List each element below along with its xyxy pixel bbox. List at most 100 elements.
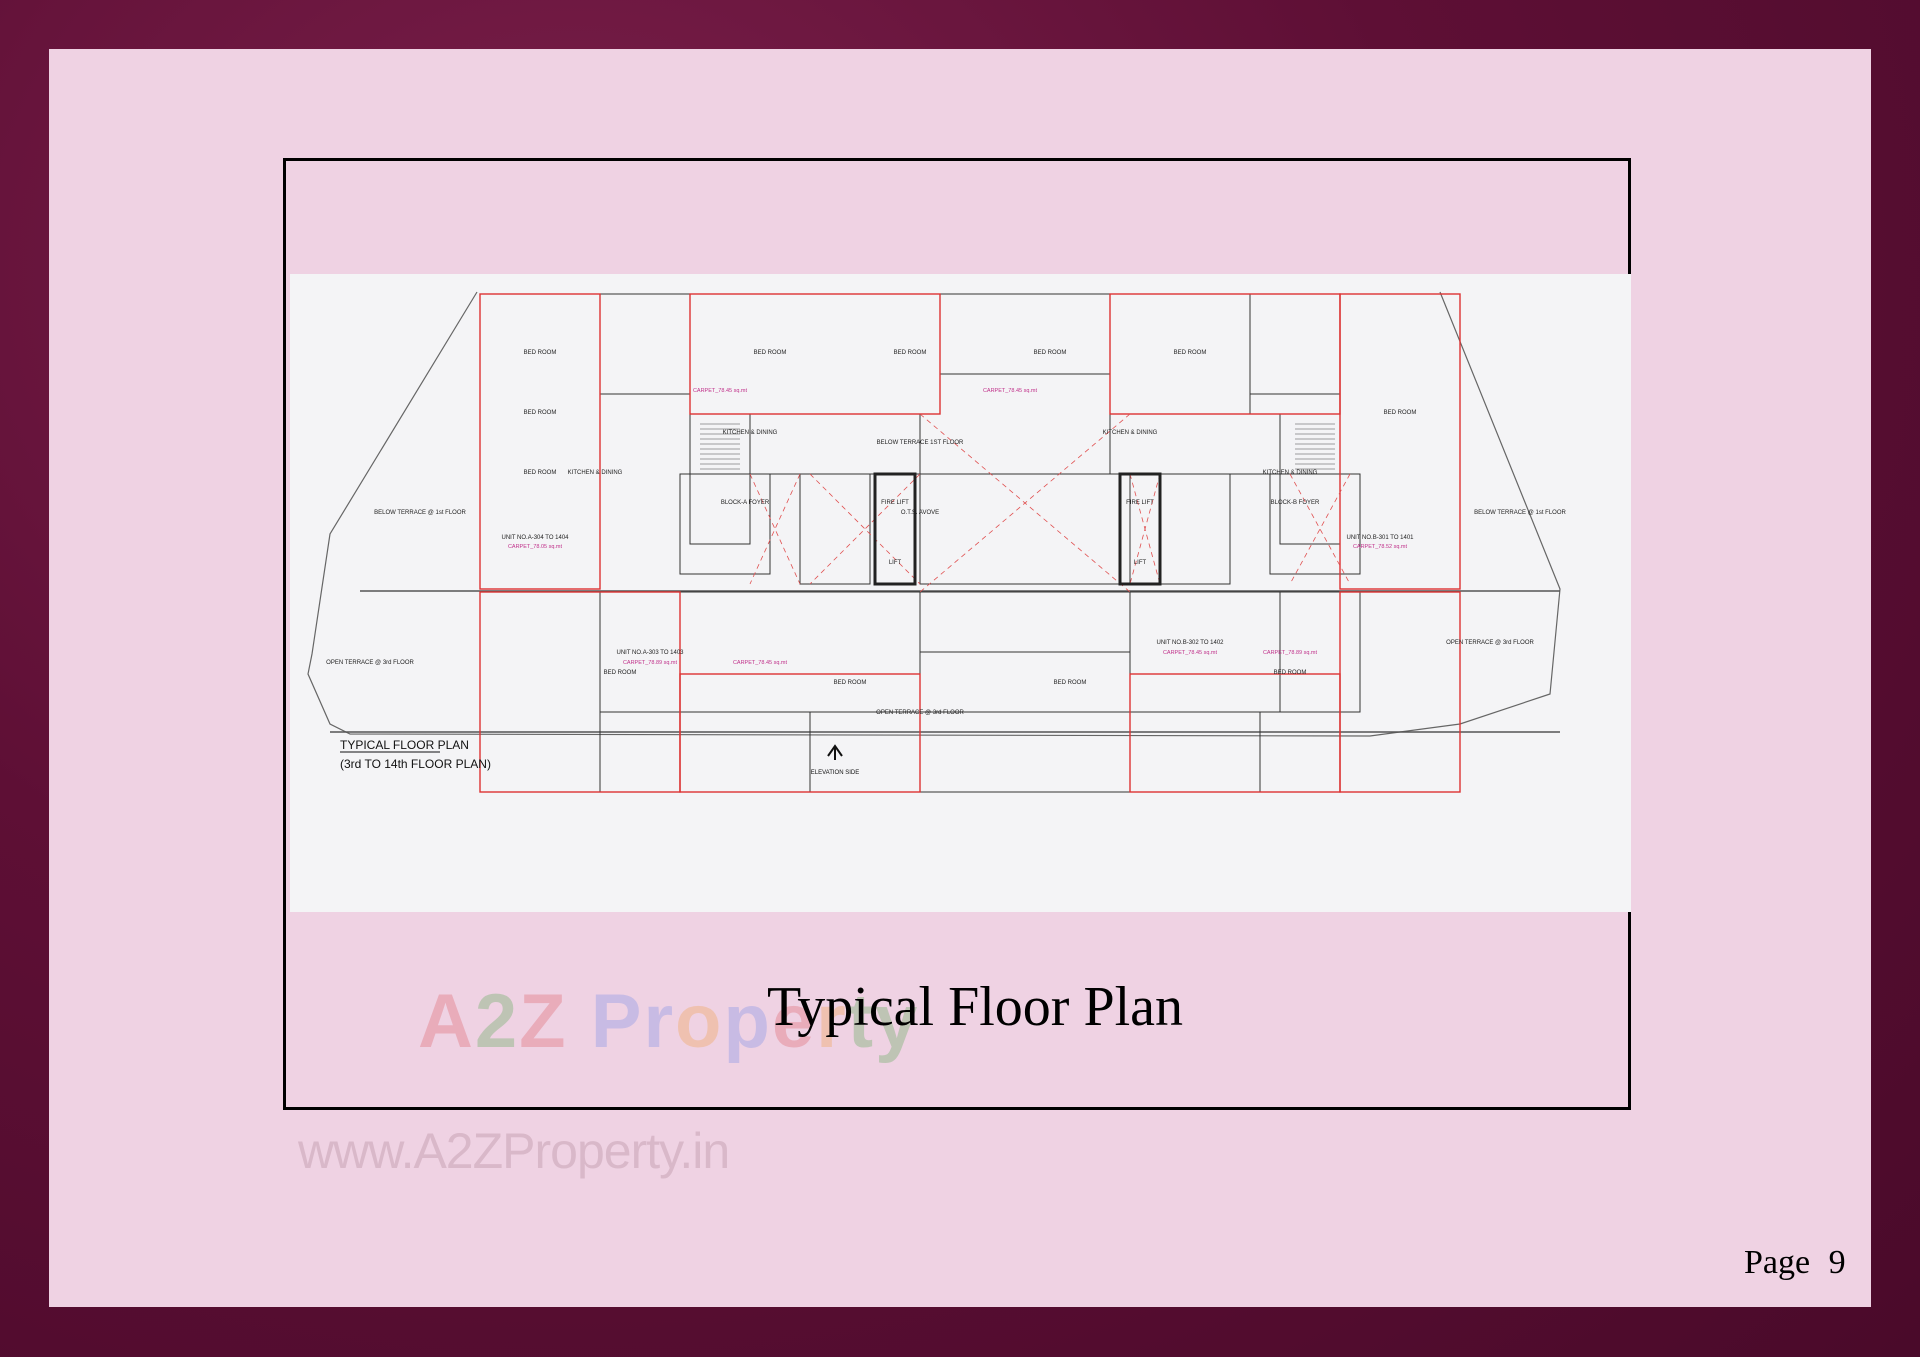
room-outline [479,591,601,793]
carpet-area-label: CARPET_78.89 sq.mt [623,660,678,666]
lift-shaft [873,472,917,586]
room-label: BED ROOM [1174,350,1207,356]
north-arrow-icon [827,744,843,760]
room-label: OPEN TERRACE @ 3rd FLOOR [876,710,964,716]
room-label: KITCHEN & DINING [568,470,623,476]
watermark-letter: p [723,979,772,1064]
site-boundary [307,291,1561,737]
room-label: UNIT NO.B-302 TO 1402 [1156,640,1224,646]
room-label: BELOW TERRACE @ 1st FLOOR [374,510,466,516]
watermark-letter: P [590,979,644,1064]
watermark-letter: e [771,979,817,1064]
unit-outline [1109,293,1341,415]
room-outline [1159,473,1231,585]
room-outline [1339,591,1461,793]
room-outline [599,293,691,395]
room-label: BED ROOM [524,350,557,356]
room-label: O.T.S. AVOVE [901,510,939,516]
ots-cross [919,413,1131,593]
room-label: UNIT NO.B-301 TO 1401 [1346,535,1414,541]
room-label: BED ROOM [604,670,637,676]
a2z-watermark-logo: A2Z Property [418,978,919,1065]
ots-cross [1289,473,1351,585]
room-label: BED ROOM [894,350,927,356]
room-label: BELOW TERRACE 1ST FLOOR [877,440,964,446]
floor-plan-drawing: BED ROOM BED ROOM BED ROOM BED ROOM KITCHEN … [290,274,1631,912]
carpet-area-label: CARPET_78.52 sq.mt [1353,544,1408,550]
carpet-area-label: CARPET_78.05 sq.mt [508,544,563,550]
watermark-letter: A [418,979,475,1064]
unit-outline [479,591,681,793]
room-label: UNIT NO.A-303 TO 1403 [616,650,684,656]
floor-plan-svg: BED ROOM BED ROOM BED ROOM BED ROOM KITCHEN … [307,291,1566,793]
room-outline [1259,711,1341,793]
lift-shaft [1118,472,1162,586]
unit-outline [479,293,601,590]
room-label: UNIT NO.A-304 TO 1404 [501,535,569,541]
room-outline [799,473,871,585]
room-outline [1279,413,1341,545]
watermark-letter: t [847,979,876,1064]
plan-subtitle: (3rd TO 14th FLOOR PLAN) [340,757,491,771]
ots-cross [1289,473,1351,585]
room-label: FIRE LIFT [1126,500,1154,506]
room-outline [679,711,811,793]
unit-outline [689,293,941,415]
room-label: BELOW TERRACE @ 1st FLOOR [1474,510,1566,516]
unit-outline [1339,591,1461,793]
watermark-letter: Z [519,979,568,1064]
ots-cross [809,473,921,585]
room-label: LIFT [889,560,902,566]
room-label: BLOCK-A FOYER [721,500,770,506]
watermark-letter: 2 [474,979,520,1064]
room-outline [939,293,1111,375]
ots-cross [749,473,801,585]
carpet-area-label: CARPET_78.45 sq.mt [983,388,1038,394]
room-label: BED ROOM [524,470,557,476]
watermark-letter: r [816,979,848,1064]
unit-outline [1129,673,1341,793]
room-label: BED ROOM [524,410,557,416]
room-label: OPEN TERRACE @ 3rd FLOOR [326,660,414,666]
room-outline [919,473,1131,585]
watermark-url: www.A2ZProperty.in [298,1123,730,1179]
room-outline [1269,473,1361,575]
room-label: BED ROOM [754,350,787,356]
room-outline [679,591,921,713]
room-outline [919,591,1131,653]
room-outline [1109,413,1281,475]
room-outline [809,711,921,793]
unit-outline [679,673,921,793]
page-number: Page 9 [1744,1244,1846,1281]
room-label: KITCHEN & DINING [723,430,778,436]
ots-cross [749,473,801,585]
carpet-area-label: CARPET_78.45 sq.mt [733,660,788,666]
room-label: KITCHEN & DINING [1103,430,1158,436]
unit-outline [1339,293,1461,590]
ots-cross [809,473,921,585]
room-label: OPEN TERRACE @ 3rd FLOOR [1446,640,1534,646]
carpet-area-label: CARPET_78.45 sq.mt [693,388,748,394]
room-outline [1249,293,1341,395]
room-label: FIRE LIFT [881,500,909,506]
room-label: BED ROOM [1054,680,1087,686]
plan-title: TYPICAL FLOOR PLAN [340,738,469,752]
room-label: LIFT [1134,560,1147,566]
watermark-letter: r [643,979,676,1064]
room-label: BLOCK-B FOYER [1271,500,1320,506]
room-outline [1129,711,1261,793]
room-label: BED ROOM [1274,670,1307,676]
room-label: BED ROOM [1384,410,1417,416]
ots-cross [1129,473,1161,585]
room-outline [919,711,1131,793]
room-outline [679,473,771,575]
elevation-side-label: ELEVATION SIDE [811,770,859,776]
room-label: BED ROOM [1034,350,1067,356]
watermark-letter: o [675,979,724,1064]
room-label: BED ROOM [834,680,867,686]
carpet-area-label: CARPET_78.89 sq.mt [1263,650,1318,656]
page-title: Typical Floor Plan [766,976,1184,1038]
watermark-letter: y [875,979,920,1064]
carpet-area-label: CARPET_78.45 sq.mt [1163,650,1218,656]
room-label: KITCHEN & DINING [1263,470,1318,476]
